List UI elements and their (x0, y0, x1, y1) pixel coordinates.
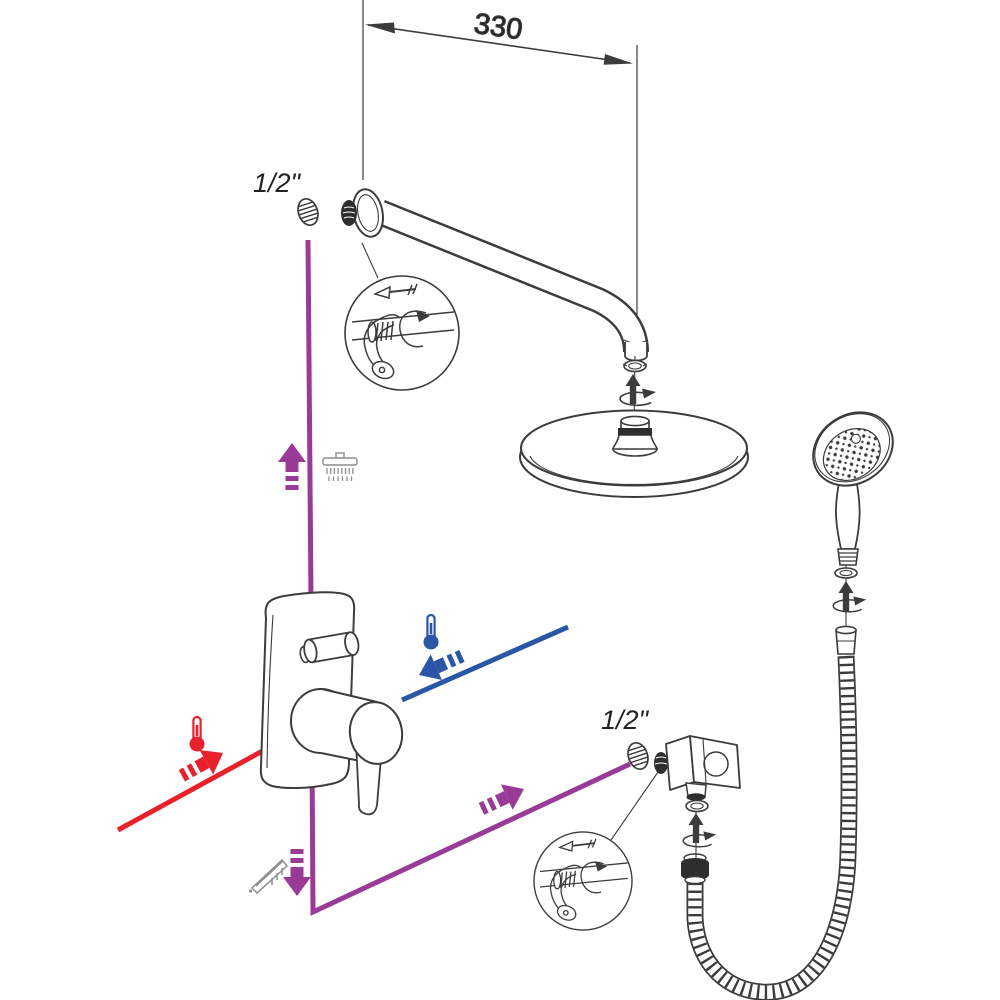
rain-shower-icon (322, 452, 358, 481)
mounting-hook-detail (344, 275, 460, 391)
shower-arm-wall-connection: 1/2" (253, 168, 323, 229)
rain-shower-head (519, 409, 749, 498)
mounting-hook-detail (533, 831, 633, 931)
hose-cone-fitting (835, 625, 857, 655)
leader-line-bottom (610, 771, 659, 841)
cold-water-line-group (400, 613, 570, 703)
dimension-arrow-icon (365, 22, 633, 65)
mixer-lever-handle (290, 688, 404, 816)
shower-arm-connection-label: 1/2" (253, 168, 302, 198)
rotation-arrow-icon (682, 830, 717, 848)
flow-arrow-up-icon (278, 443, 306, 490)
outlet-stub (685, 782, 707, 801)
hand-shower-handle (835, 477, 861, 550)
hot-water-line-group (116, 715, 270, 833)
wall-outlet-holder: 1/2" (601, 705, 741, 858)
assembly-arrow-icon (688, 813, 704, 843)
cold-water-line (400, 624, 570, 703)
assembly-arrow-icon (625, 374, 641, 404)
assembly-arrow-icon (838, 581, 854, 611)
leader-line-top (361, 242, 379, 279)
washer (834, 567, 858, 579)
thermometer-cold-icon (422, 613, 440, 651)
hose-nut (681, 853, 709, 885)
mixer-valve (259, 591, 404, 816)
hot-water-line (116, 745, 270, 833)
rotation-arrow-icon (832, 595, 867, 613)
shower-hose (681, 655, 858, 1000)
mixer-plate (259, 591, 356, 790)
hand-shower (812, 411, 894, 655)
washer (685, 799, 709, 813)
washer (622, 359, 648, 373)
shower-arm (341, 188, 649, 362)
hand-shower-threads (837, 548, 859, 566)
threaded-tailpiece-icon (293, 195, 323, 229)
outlet-connection-label: 1/2" (601, 705, 650, 735)
diverter-knob (299, 631, 360, 664)
holder-cradle (703, 751, 729, 777)
spout-icon (248, 858, 289, 895)
outlet-flange (665, 735, 695, 791)
flow-arrow-down-icon (283, 849, 311, 896)
rotation-arrow-icon (619, 387, 657, 407)
arm-thread-collar (341, 200, 357, 226)
hand-shower-head (812, 411, 894, 487)
detail-circle-top (344, 242, 460, 391)
dimension-label: 330 (472, 8, 524, 46)
thermometer-hot-icon (188, 715, 206, 753)
dimension-annotation: 330 (362, 0, 638, 368)
arm-head-fitting (619, 355, 657, 425)
